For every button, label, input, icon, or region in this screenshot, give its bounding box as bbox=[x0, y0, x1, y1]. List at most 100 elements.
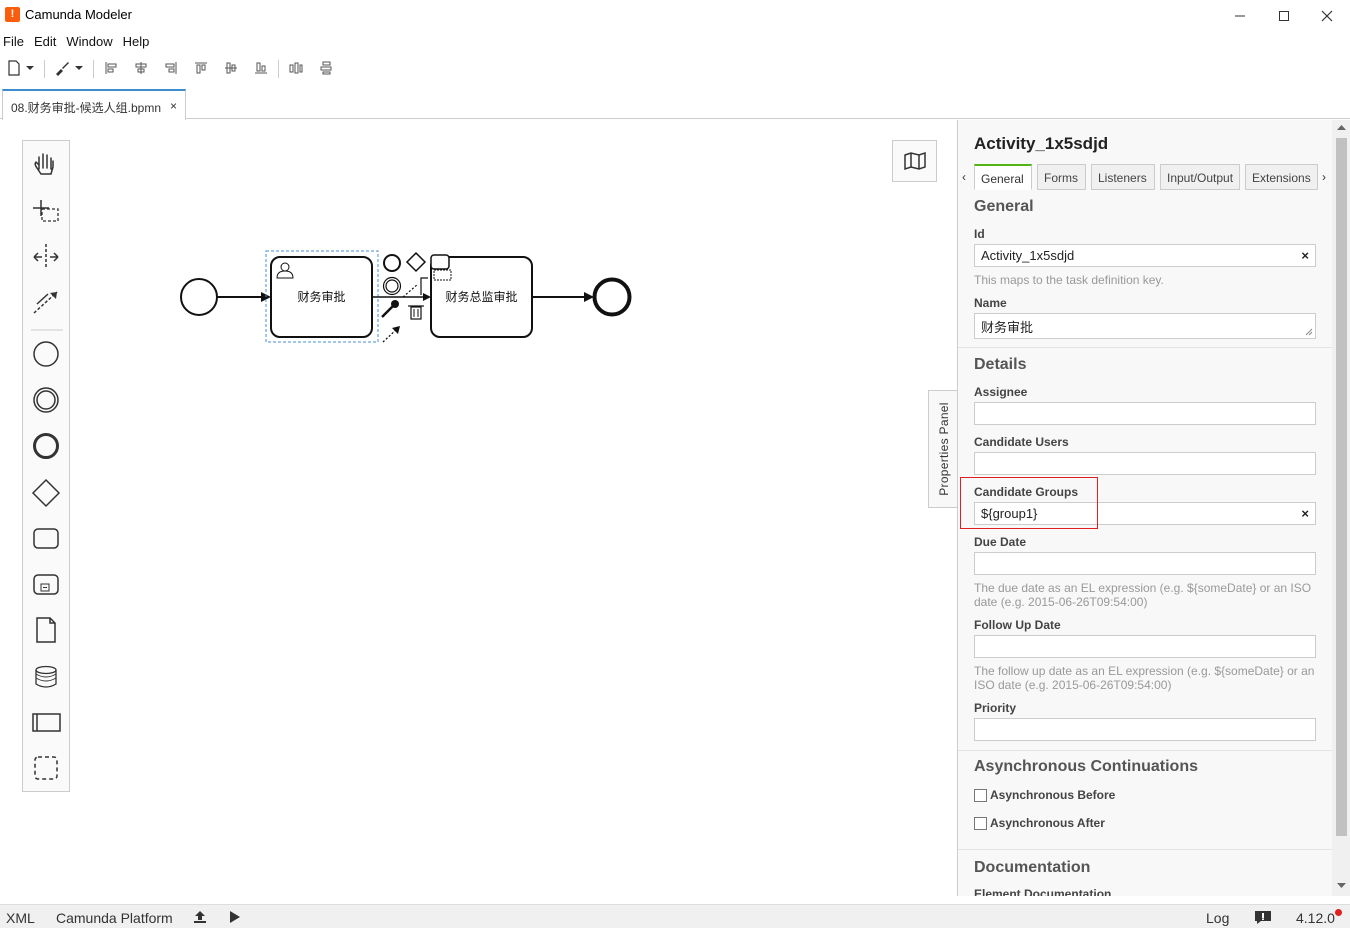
properties-panel-toggle-label: Properties Panel bbox=[936, 402, 951, 496]
tab-input-output[interactable]: Input/Output bbox=[1160, 164, 1240, 190]
file-tab[interactable]: 08.财务审批-候选人组.bpmn × bbox=[2, 89, 186, 120]
properties-panel-toggle[interactable]: Properties Panel bbox=[928, 390, 958, 508]
edit-tools-button[interactable] bbox=[53, 59, 71, 77]
connect-arrow-icon[interactable] bbox=[382, 326, 400, 343]
align-left-button[interactable] bbox=[102, 59, 120, 77]
maximize-button[interactable] bbox=[1261, 0, 1307, 31]
align-right-button[interactable] bbox=[162, 59, 180, 77]
section-async-continuations: Asynchronous Continuations bbox=[974, 758, 1198, 775]
candidate-users-input[interactable] bbox=[974, 452, 1316, 475]
version-label[interactable]: 4.12.0 bbox=[1296, 910, 1335, 926]
scroll-down-icon[interactable] bbox=[1337, 883, 1346, 889]
new-file-dropdown[interactable] bbox=[24, 59, 36, 77]
menu-file[interactable]: File bbox=[3, 34, 24, 49]
distribute-horizontal-button[interactable] bbox=[287, 59, 305, 77]
tab-extensions[interactable]: Extensions bbox=[1245, 164, 1318, 190]
create-intermediate-event-icon[interactable] bbox=[33, 387, 59, 413]
platform-button[interactable]: Camunda Platform bbox=[56, 910, 173, 926]
create-gateway-icon[interactable] bbox=[31, 478, 61, 508]
minimize-button[interactable] bbox=[1217, 0, 1263, 31]
name-input[interactable]: 财务审批 bbox=[974, 313, 1316, 339]
xml-view-button[interactable]: XML bbox=[6, 910, 35, 926]
deploy-icon[interactable] bbox=[193, 910, 207, 924]
menu-bar: File Edit Window Help bbox=[0, 31, 1350, 53]
bpmn-canvas[interactable] bbox=[0, 120, 957, 896]
id-hint: This maps to the task definition key. bbox=[974, 273, 1164, 287]
align-center-icon bbox=[135, 62, 147, 74]
tab-forms[interactable]: Forms bbox=[1037, 164, 1086, 190]
connect-dashed-icon[interactable] bbox=[402, 283, 419, 298]
end-event[interactable] bbox=[592, 277, 632, 317]
tab-listeners[interactable]: Listeners bbox=[1091, 164, 1155, 190]
space-tool-icon[interactable] bbox=[33, 244, 59, 269]
clear-id-icon[interactable]: × bbox=[1301, 248, 1309, 263]
append-gateway-icon[interactable] bbox=[405, 251, 427, 273]
hand-tool-icon[interactable] bbox=[34, 153, 54, 175]
candidate-groups-input[interactable]: ${group1} × bbox=[974, 502, 1316, 525]
edit-tools-dropdown[interactable] bbox=[73, 59, 85, 77]
tabs-scroll-right-icon[interactable]: › bbox=[1322, 170, 1326, 184]
assignee-label: Assignee bbox=[974, 385, 1028, 399]
toolbar bbox=[0, 55, 1350, 81]
append-text-annotation-icon[interactable] bbox=[420, 269, 452, 295]
id-input[interactable]: Activity_1x5sdjd × bbox=[974, 244, 1316, 267]
log-button[interactable]: Log bbox=[1206, 910, 1230, 926]
create-group-icon[interactable] bbox=[34, 756, 58, 780]
close-tab-icon[interactable]: × bbox=[169, 99, 177, 113]
new-file-button[interactable] bbox=[5, 59, 23, 77]
element-documentation-label: Element Documentation bbox=[974, 887, 1112, 896]
async-after-label: Asynchronous After bbox=[990, 816, 1105, 830]
menu-help[interactable]: Help bbox=[122, 34, 150, 49]
append-intermediate-event-icon[interactable] bbox=[382, 276, 402, 296]
scrollbar-thumb[interactable] bbox=[1336, 138, 1347, 836]
append-task-icon[interactable] bbox=[430, 254, 450, 270]
create-data-object-icon[interactable] bbox=[36, 617, 56, 643]
tabs-scroll-left-icon[interactable]: ‹ bbox=[962, 170, 966, 184]
align-bottom-button[interactable] bbox=[252, 59, 270, 77]
async-before-checkbox[interactable]: Asynchronous Before bbox=[974, 788, 1115, 802]
change-type-wrench-icon[interactable] bbox=[381, 300, 399, 318]
status-bar: XML Camunda Platform Log 4.12.0 bbox=[0, 904, 1350, 928]
create-end-event-icon[interactable] bbox=[33, 433, 59, 459]
file-tab-bar: 08.财务审批-候选人组.bpmn × bbox=[0, 88, 1350, 120]
section-general: General bbox=[974, 198, 1034, 215]
distribute-vertical-button[interactable] bbox=[317, 59, 335, 77]
delete-trash-icon[interactable] bbox=[408, 305, 424, 320]
menu-edit[interactable]: Edit bbox=[33, 34, 57, 49]
minimize-icon bbox=[1235, 15, 1245, 16]
global-connect-tool-icon[interactable] bbox=[33, 291, 58, 314]
checkbox-icon[interactable] bbox=[974, 788, 987, 802]
id-label: Id bbox=[974, 227, 985, 241]
checkbox-icon[interactable] bbox=[974, 816, 987, 830]
lasso-tool-icon[interactable] bbox=[33, 200, 59, 222]
priority-input[interactable] bbox=[974, 718, 1316, 741]
scroll-up-icon[interactable] bbox=[1337, 125, 1346, 131]
due-date-input[interactable] bbox=[974, 552, 1316, 575]
append-end-event-icon[interactable] bbox=[383, 254, 401, 272]
feedback-icon[interactable] bbox=[1254, 910, 1272, 925]
properties-scrollbar[interactable] bbox=[1332, 120, 1350, 896]
map-icon bbox=[903, 151, 926, 171]
clear-candidate-groups-icon[interactable]: × bbox=[1301, 506, 1309, 521]
create-pool-icon[interactable] bbox=[32, 713, 61, 732]
align-top-button[interactable] bbox=[192, 59, 210, 77]
tab-general[interactable]: General bbox=[974, 164, 1032, 190]
create-task-icon[interactable] bbox=[33, 528, 59, 549]
assignee-input[interactable] bbox=[974, 402, 1316, 425]
resize-grip-icon[interactable] bbox=[1305, 328, 1313, 336]
follow-up-date-input[interactable] bbox=[974, 635, 1316, 658]
create-subprocess-icon[interactable] bbox=[33, 574, 59, 595]
close-window-button[interactable] bbox=[1304, 0, 1350, 31]
create-start-event-icon[interactable] bbox=[33, 341, 59, 367]
create-data-store-icon[interactable] bbox=[35, 665, 57, 688]
window-title: Camunda Modeler bbox=[25, 7, 132, 22]
align-middle-button[interactable] bbox=[222, 59, 240, 77]
due-date-label: Due Date bbox=[974, 535, 1027, 549]
menu-window[interactable]: Window bbox=[66, 34, 113, 49]
minimap-toggle-button[interactable] bbox=[892, 140, 937, 182]
start-event[interactable] bbox=[180, 278, 218, 316]
run-icon[interactable] bbox=[229, 910, 241, 924]
align-center-button[interactable] bbox=[132, 59, 150, 77]
align-bottom-icon bbox=[255, 62, 267, 74]
async-after-checkbox[interactable]: Asynchronous After bbox=[974, 816, 1105, 830]
